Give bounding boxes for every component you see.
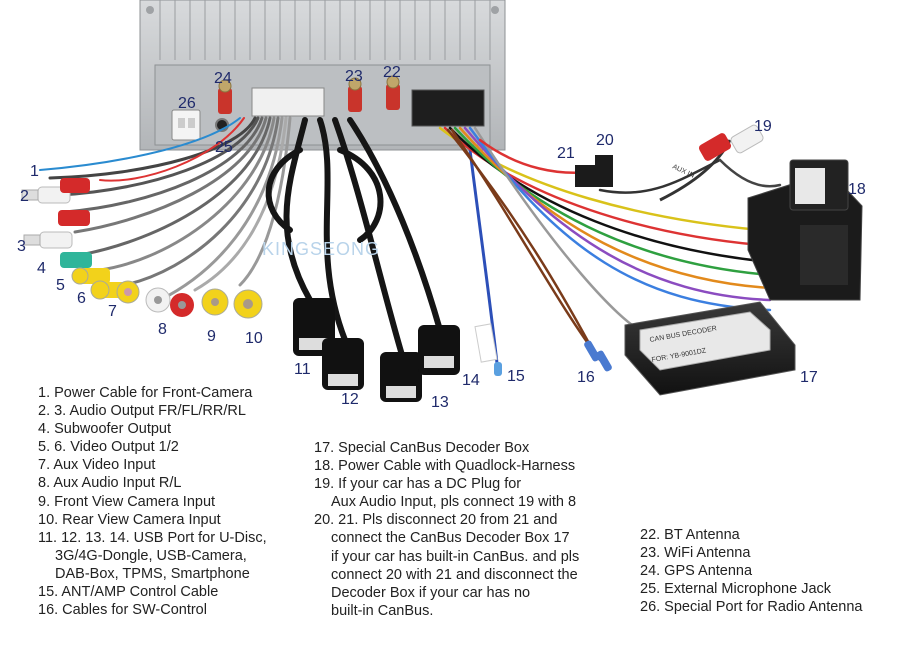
legend-item-continued: Decoder Box if your car has no bbox=[331, 584, 531, 601]
callout-19: 19 bbox=[754, 118, 772, 135]
white-pin-connector bbox=[251, 87, 325, 117]
legend-item: 18. Power Cable with Quadlock-Harness bbox=[314, 458, 576, 475]
callout-15: 15 bbox=[507, 368, 525, 385]
callout-1: 1 bbox=[30, 163, 39, 180]
bt-antenna-connector bbox=[386, 75, 400, 110]
wifi-antenna-connector bbox=[348, 77, 362, 112]
watermark: KINGSEONG bbox=[262, 239, 380, 259]
legend-item-continued: connect the CanBus Decoder Box 17 bbox=[331, 530, 570, 547]
callout-3: 3 bbox=[17, 238, 26, 255]
legend-item-continued: if your car has built-in CanBus. and pls bbox=[331, 548, 580, 565]
legend-item-continued: 3G/4G-Dongle, USB-Camera, bbox=[55, 547, 247, 564]
rca-plug-3 bbox=[23, 231, 73, 249]
callout-14: 14 bbox=[462, 372, 480, 389]
callout-20: 20 bbox=[596, 132, 614, 149]
ant-amp-label-tag bbox=[474, 323, 498, 363]
legend-left: 1. Power Cable for Front-Camera 2. 3. Au… bbox=[38, 384, 267, 619]
rca-plug-3b bbox=[58, 210, 90, 226]
legend-item: 1. Power Cable for Front-Camera bbox=[38, 385, 253, 401]
ant-amp-terminal bbox=[494, 362, 502, 376]
legend-item: 15. ANT/AMP Control Cable bbox=[38, 584, 219, 601]
callout-4: 4 bbox=[37, 260, 46, 277]
rca-cable-bundle bbox=[39, 116, 292, 302]
callout-2: 2 bbox=[20, 188, 29, 205]
callout-11: 11 bbox=[294, 361, 311, 378]
legend-item-continued: connect 20 with 21 and disconnect the bbox=[331, 566, 578, 583]
legend-item: 10. Rear View Camera Input bbox=[38, 511, 221, 528]
legend-item: 5. 6. Video Output 1/2 bbox=[38, 439, 179, 456]
usb-port-14 bbox=[418, 325, 460, 375]
legend-item: 2. 3. Audio Output FR/FL/RR/RL bbox=[38, 403, 246, 420]
rca-plug-10 bbox=[233, 289, 263, 319]
gps-antenna-connector bbox=[218, 79, 232, 114]
sw-control-terminals bbox=[584, 340, 612, 372]
rca-plug-4 bbox=[60, 252, 92, 268]
legend-item: 25. External Microphone Jack bbox=[640, 581, 832, 598]
legend-item: 26. Special Port for Radio Antenna bbox=[640, 599, 863, 616]
legend-item: 9. Front View Camera Input bbox=[38, 493, 216, 510]
callout-18: 18 bbox=[848, 181, 866, 198]
callout-16: 16 bbox=[577, 369, 595, 386]
rca-plug-9 bbox=[201, 288, 229, 316]
legend-item: 19. If your car has a DC Plug for bbox=[314, 476, 522, 493]
legend-item-continued: Aux Audio Input, pls connect 19 with 8 bbox=[331, 494, 577, 511]
callout-23: 23 bbox=[345, 68, 363, 85]
callout-17: 17 bbox=[800, 369, 818, 386]
canbus-decoder-box bbox=[624, 301, 796, 396]
legend-item-continued: built-in CanBus. bbox=[331, 602, 434, 619]
usb-port-13 bbox=[380, 352, 422, 402]
legend-item: 17. Special CanBus Decoder Box bbox=[314, 440, 530, 456]
callout-7: 7 bbox=[108, 303, 117, 320]
callout-6: 6 bbox=[77, 290, 86, 307]
main-harness-socket bbox=[411, 89, 485, 127]
callout-25: 25 bbox=[215, 139, 233, 156]
legend-item: 23. WiFi Antenna bbox=[640, 545, 751, 562]
callout-13: 13 bbox=[431, 394, 449, 411]
legend-item: 11. 12. 13. 14. USB Port for U-Disc, bbox=[38, 529, 267, 546]
legend-item: 16. Cables for SW-Control bbox=[38, 602, 207, 619]
legend-item: 20. 21. Pls disconnect 20 from 21 and bbox=[314, 512, 558, 529]
callout-24: 24 bbox=[214, 70, 232, 87]
rca-plug-8a bbox=[145, 287, 171, 313]
rca-plug-5 bbox=[71, 267, 110, 285]
callout-numbers: 1 2 3 4 5 6 7 8 9 10 11 12 13 14 15 16 1… bbox=[17, 64, 866, 411]
legend-item: 7. Aux Video Input bbox=[38, 457, 156, 474]
callout-12: 12 bbox=[341, 391, 359, 408]
rca-plug-2b bbox=[60, 178, 90, 193]
callout-21: 21 bbox=[557, 145, 575, 162]
rca-plug-8b bbox=[170, 293, 194, 317]
callout-26: 26 bbox=[178, 95, 196, 112]
quadlock-harness bbox=[747, 159, 863, 301]
radio-antenna-port bbox=[171, 109, 201, 141]
legend-middle: 17. Special CanBus Decoder Box 18. Power… bbox=[314, 439, 579, 620]
legend-item: 22. BT Antenna bbox=[640, 527, 740, 543]
callout-5: 5 bbox=[56, 277, 65, 294]
callout-9: 9 bbox=[207, 328, 216, 345]
callout-8: 8 bbox=[158, 321, 167, 338]
rca-plug-7 bbox=[116, 280, 140, 304]
legend-item-continued: DAB-Box, TPMS, Smartphone bbox=[55, 565, 250, 582]
callout-10: 10 bbox=[245, 330, 263, 347]
legend-item: 8. Aux Audio Input R/L bbox=[38, 475, 182, 492]
usb-port-12 bbox=[322, 338, 364, 390]
legend-item: 24. GPS Antenna bbox=[640, 563, 753, 580]
legend-right: 22. BT Antenna 23. WiFi Antenna 24. GPS … bbox=[640, 526, 862, 616]
callout-22: 22 bbox=[383, 64, 401, 81]
canbus-connector-21 bbox=[575, 165, 595, 187]
canbus-connector-20 bbox=[595, 155, 613, 187]
aux-audio-rca-19 bbox=[659, 124, 764, 202]
legend-item: 4. Subwoofer Output bbox=[38, 421, 171, 438]
